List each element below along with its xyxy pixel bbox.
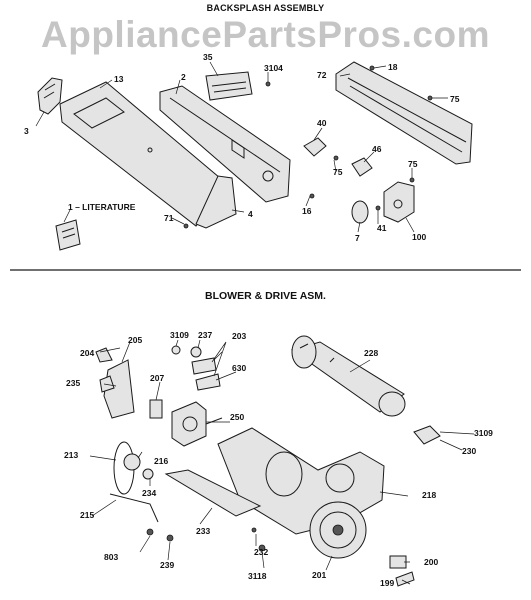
callout-199: 199 — [380, 578, 395, 588]
callout-234: 234 — [142, 488, 157, 498]
part-235-clip — [99, 375, 115, 393]
callout-205: 205 — [128, 335, 143, 345]
part-215-idler — [109, 493, 159, 523]
part-35-board — [205, 71, 253, 101]
part-46-module — [351, 157, 373, 177]
callout-230: 230 — [462, 446, 477, 456]
part-237-washer — [190, 346, 202, 358]
callout-2: 2 — [181, 72, 186, 82]
part-204-clip — [95, 347, 113, 363]
callout-218: 218 — [422, 490, 437, 500]
part-230-switch — [413, 425, 441, 445]
section-title-backsplash: BACKSPLASH ASSEMBLY — [206, 3, 325, 13]
callout-7: 7 — [355, 233, 360, 243]
section-title-blower: BLOWER & DRIVE ASM. — [205, 290, 326, 302]
callout-237: 237 — [198, 330, 213, 340]
part-2-bracket — [159, 85, 291, 203]
callout-18: 18 — [388, 62, 398, 72]
callout-3: 3 — [24, 126, 29, 136]
callout-228: 228 — [364, 348, 379, 358]
callout-216: 216 — [154, 456, 169, 466]
callout-75-top: 75 — [450, 94, 460, 104]
callout-4: 4 — [248, 209, 253, 219]
callout-204: 204 — [80, 348, 95, 358]
callout-213: 213 — [64, 450, 79, 460]
callout-200: 200 — [424, 557, 439, 567]
callout-3109-right: 3109 — [474, 428, 493, 438]
callout-3109-upper: 3109 — [170, 330, 189, 340]
callout-233: 233 — [196, 526, 211, 536]
part-250-motor — [171, 401, 207, 447]
callout-41: 41 — [377, 223, 387, 233]
callout-71: 71 — [164, 213, 174, 223]
callout-75-right: 75 — [408, 159, 418, 169]
part-40-switch — [303, 137, 327, 157]
callout-40: 40 — [317, 118, 327, 128]
callout-630: 630 — [232, 363, 247, 373]
callout-207: 207 — [150, 373, 165, 383]
callout-46: 46 — [372, 144, 382, 154]
part-3-end-cap — [37, 77, 63, 115]
callout-72: 72 — [317, 70, 327, 80]
callout-215: 215 — [80, 510, 95, 520]
part-7-knob — [351, 200, 369, 224]
part-3109-screw — [171, 345, 181, 355]
callout-16: 16 — [302, 206, 312, 216]
callout-3104: 3104 — [264, 63, 283, 73]
callout-232: 232 — [254, 547, 269, 557]
watermark: AppliancePartsPros.com — [41, 14, 490, 55]
callout-203: 203 — [232, 331, 247, 341]
part-216-pulley — [123, 453, 141, 471]
part-1-literature — [55, 219, 81, 251]
part-234-clip — [142, 468, 154, 480]
part-205-bracket — [103, 359, 135, 419]
callout-75-mid: 75 — [333, 167, 343, 177]
callout-35: 35 — [203, 52, 213, 62]
callout-3118: 3118 — [248, 571, 267, 581]
part-100-timer — [383, 181, 415, 223]
callout-13: 13 — [114, 74, 124, 84]
callout-100: 100 — [412, 232, 427, 242]
part-207-switch — [149, 399, 163, 419]
callout-1-literature: 1 – LITERATURE — [68, 202, 136, 212]
callout-250: 250 — [230, 412, 245, 422]
part-233-plate — [164, 469, 262, 517]
part-72-rear-panel — [335, 61, 473, 165]
part-203-clip — [191, 357, 217, 375]
callout-239: 239 — [160, 560, 175, 570]
callout-803: 803 — [104, 552, 119, 562]
part-199-screw — [395, 571, 415, 587]
part-4-end-cap — [195, 175, 237, 229]
part-200-clip — [389, 555, 407, 569]
callout-235: 235 — [66, 378, 81, 388]
callout-201: 201 — [312, 570, 327, 580]
